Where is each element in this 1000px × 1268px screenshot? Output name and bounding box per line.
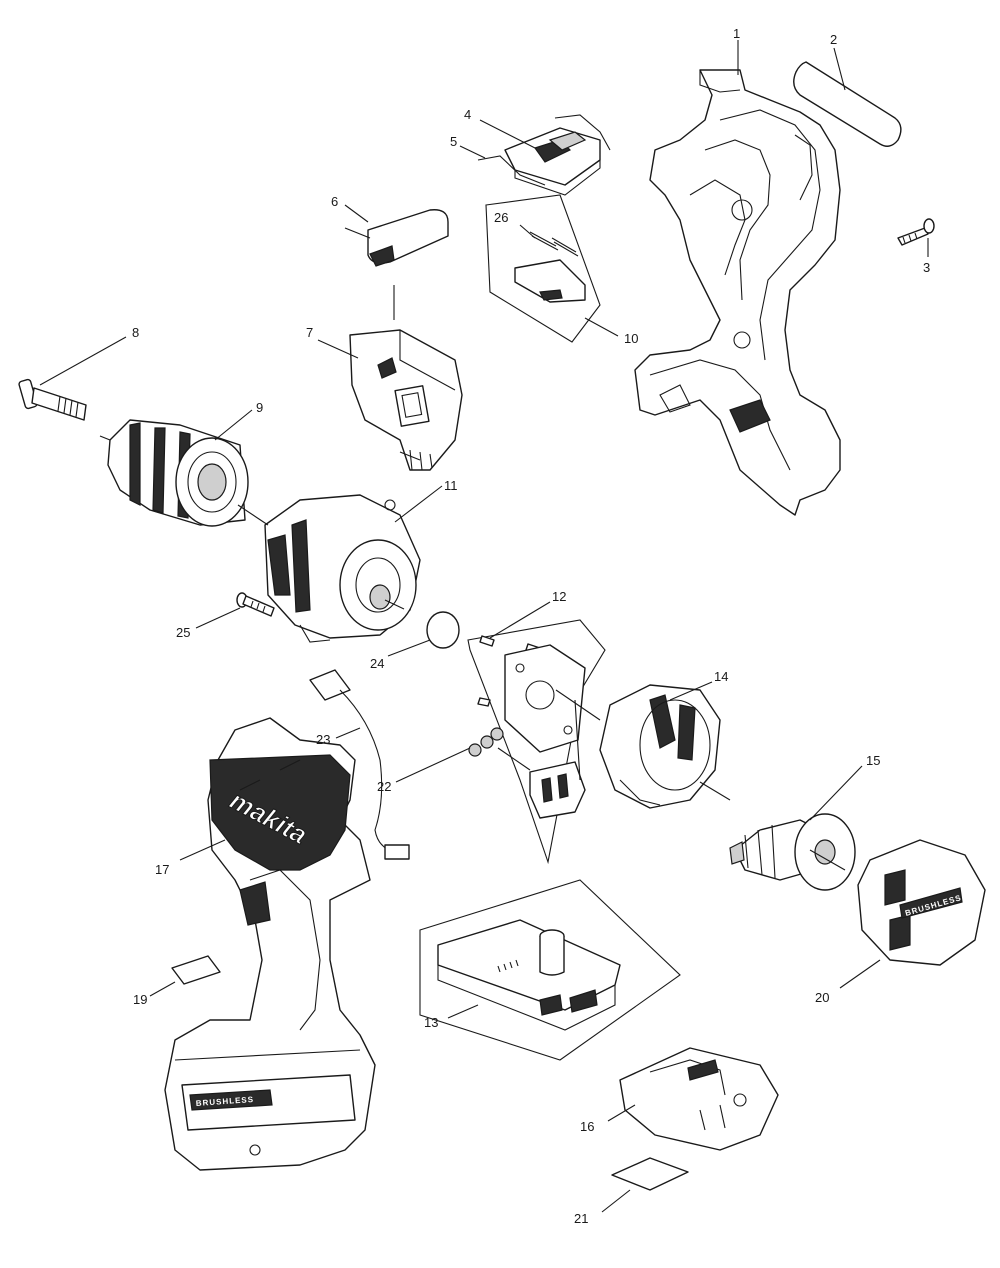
callout-23: 23 [316, 732, 330, 747]
callout-8: 8 [132, 325, 139, 340]
part-8-bolt [18, 378, 87, 421]
part-10-group [485, 194, 601, 343]
part-7-switch-module [349, 329, 463, 471]
part-16-terminal [619, 1047, 779, 1151]
part-12-group [467, 619, 606, 865]
part-4-switch-lever [504, 127, 601, 196]
part-15-rotor [729, 813, 856, 891]
callout-3: 3 [923, 260, 930, 275]
callout-17: 17 [155, 862, 169, 877]
callout-25: 25 [176, 625, 190, 640]
part-19-label [171, 955, 221, 985]
callout-1: 1 [733, 26, 740, 41]
part-6-trigger-button [344, 209, 449, 267]
callout-19: 19 [133, 992, 147, 1007]
part-23-cable [309, 669, 410, 860]
callout-20: 20 [815, 990, 829, 1005]
leader-lines [39, 40, 929, 1213]
part-14-stator [599, 684, 721, 809]
callout-15: 15 [866, 753, 880, 768]
callout-22: 22 [377, 779, 391, 794]
callout-5: 5 [450, 134, 457, 149]
housing-badge-text: BRUSHLESS [196, 1095, 255, 1108]
part-11-gear-assembly [264, 494, 421, 643]
callout-24: 24 [370, 656, 384, 671]
part-26-springs [529, 231, 579, 257]
callout-numbers: 1 2 3 4 5 6 7 8 9 10 11 12 13 14 15 16 1… [132, 26, 930, 1226]
part-1-housing-right [634, 69, 841, 516]
callout-6: 6 [331, 194, 338, 209]
callout-4: 4 [464, 107, 471, 122]
callout-7: 7 [306, 325, 313, 340]
part-13-group [419, 879, 681, 1061]
part-24-o-ring [426, 611, 460, 649]
part-2-label [793, 61, 902, 147]
part-21-label [611, 1157, 689, 1191]
callout-21: 21 [574, 1211, 588, 1226]
callout-13: 13 [424, 1015, 438, 1030]
callout-12: 12 [552, 589, 566, 604]
part-20-rear-cover: BRUSHLESS [857, 839, 986, 966]
part-3-screw [897, 218, 935, 246]
part-9-chuck [99, 419, 249, 527]
part-5-spring-clip [477, 114, 611, 186]
callout-9: 9 [256, 400, 263, 415]
callout-11: 11 [444, 478, 458, 493]
part-25-screw [236, 592, 275, 617]
callout-14: 14 [714, 669, 728, 684]
callout-26: 26 [494, 210, 508, 225]
part-22-terminals [468, 727, 504, 757]
callout-2: 2 [830, 32, 837, 47]
part-17-housing-left: makita BRUSHLESS [164, 717, 376, 1171]
callout-10: 10 [624, 331, 638, 346]
callout-16: 16 [580, 1119, 594, 1134]
